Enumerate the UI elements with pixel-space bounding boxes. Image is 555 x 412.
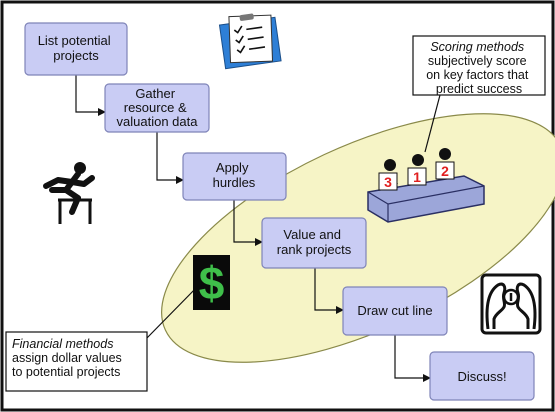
svg-text:1: 1 [413, 169, 421, 185]
step-draw-cut-line: Draw cut line [342, 286, 448, 336]
facing-heads-icon [480, 273, 542, 335]
step-value-label: Value and rank projects [277, 227, 352, 257]
step-discuss: Discuss! [429, 351, 535, 401]
placard-2: 1 [407, 167, 427, 186]
step-list-label: List potential projects [38, 33, 115, 63]
placard-1: 3 [378, 172, 398, 191]
step-cut-label: Draw cut line [357, 303, 432, 318]
scoring-callout: Scoring methods subjectively score on ke… [412, 35, 546, 96]
scoring-title: Scoring methods [430, 40, 524, 54]
step-gather-data: Gather resource & valuation data [104, 83, 210, 133]
connector-list-to-gather [75, 75, 106, 116]
svg-text:Financial methods assign: Financial methods assign dollar values t… [12, 337, 125, 379]
svg-text:$: $ [199, 257, 225, 309]
financial-callout: Financial methods assign dollar values t… [5, 331, 148, 392]
hurdler-icon [43, 162, 95, 224]
step-value-rank: Value and rank projects [261, 217, 367, 269]
connector-gather-to-hurdles [156, 132, 184, 184]
svg-text:Scoring methods subjecti: Scoring methods subjectively score on ke… [426, 40, 532, 96]
financial-title: Financial methods [12, 337, 113, 351]
svg-text:2: 2 [441, 163, 449, 179]
step-hurdles-label: Apply hurdles [213, 160, 256, 190]
placard-3: 2 [435, 161, 455, 180]
step-discuss-label: Discuss! [457, 369, 506, 384]
connectors [75, 75, 441, 382]
connector-cut-to-discuss [394, 335, 431, 382]
step-list-projects: List potential projects [24, 22, 128, 76]
clipboard-checklist-icon [218, 13, 282, 70]
connector-value-to-cut [314, 268, 344, 314]
step-apply-hurdles: Apply hurdles [182, 152, 287, 201]
connector-financial-callout [144, 283, 201, 341]
connector-scoring-callout [424, 94, 441, 153]
judges-panel-icon: 3 1 2 [367, 148, 485, 223]
step-gather-label: Gather resource & valuation data [117, 86, 199, 129]
connector-hurdles-to-value [233, 200, 263, 246]
svg-text:3: 3 [384, 174, 392, 190]
dollar-sign-icon: $ [193, 255, 230, 310]
